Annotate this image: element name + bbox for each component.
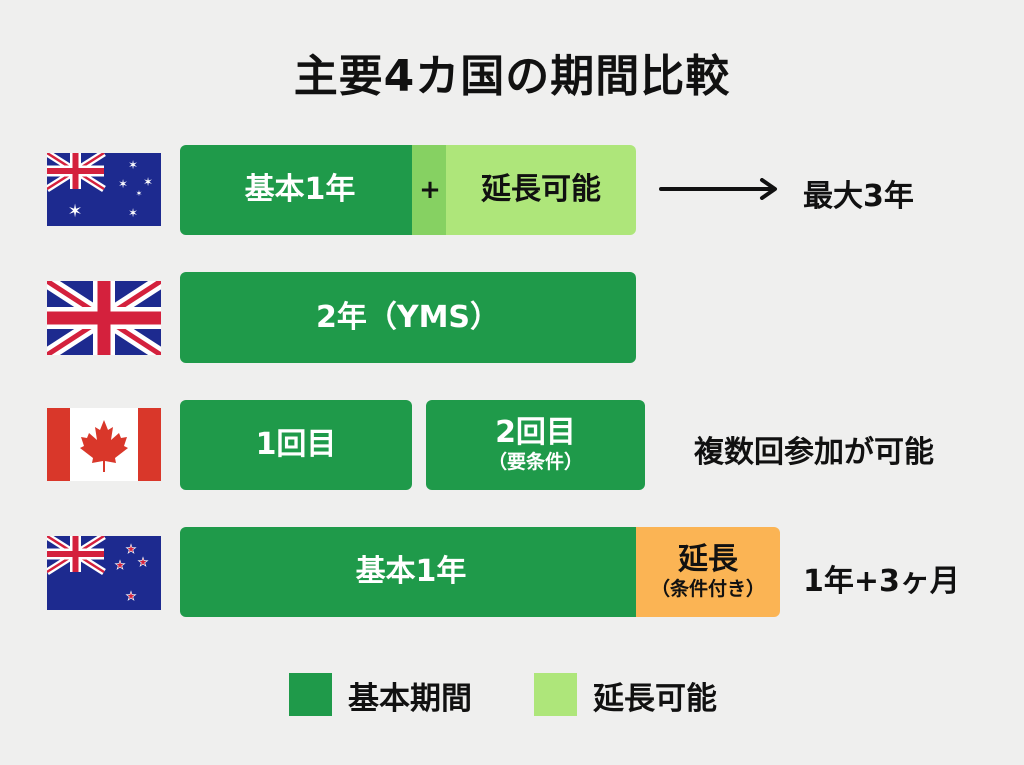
uk-basic-bar: 2年（YMS）	[180, 272, 636, 363]
canada-flag-icon	[47, 408, 161, 481]
svg-text:✶: ✶	[118, 177, 128, 191]
new-zealand-note: 1年+3ヶ月	[803, 564, 960, 599]
svg-text:✶: ✶	[67, 201, 82, 222]
legend-label-basic: 基本期間	[348, 681, 472, 717]
canada-first-bar: 1回目	[180, 400, 412, 490]
canada-first-label: 1回目	[255, 427, 337, 462]
svg-text:✶: ✶	[143, 175, 153, 189]
svg-text:★: ★	[126, 589, 137, 603]
australia-note: 最大3年	[803, 179, 914, 214]
canada-second-label: 2回目	[495, 415, 576, 450]
page-title: 主要4カ国の期間比較	[293, 51, 731, 102]
svg-text:✶: ✶	[128, 206, 138, 220]
right-arrow-icon	[659, 178, 777, 200]
legend-label-extendable: 延長可能	[593, 681, 717, 717]
legend-swatch-basic	[289, 673, 332, 716]
canada-second-bar: 2回目 （要条件）	[426, 400, 645, 490]
legend-swatch-extendable	[534, 673, 577, 716]
uk-basic-label: 2年（YMS）	[315, 299, 501, 335]
australia-flag-icon: ✶ ✶ ✶ ✶ ✶ ✶	[47, 153, 161, 226]
svg-text:✶: ✶	[136, 189, 143, 198]
new-zealand-extension-bar: 延長 （条件付き）	[636, 527, 780, 617]
canada-second-sublabel: （要条件）	[487, 451, 583, 473]
canada-note: 複数回参加が可能	[694, 435, 934, 470]
new-zealand-extension-sublabel: （条件付き）	[650, 578, 765, 600]
svg-text:✶: ✶	[128, 158, 138, 172]
svg-text:★: ★	[115, 558, 126, 572]
australia-extendable-bar: 延長可能	[446, 145, 636, 235]
svg-text:★: ★	[138, 555, 149, 569]
australia-plus-connector: +	[412, 145, 448, 235]
new-zealand-flag-icon: ★ ★ ★ ★	[47, 536, 161, 610]
new-zealand-extension-label: 延長	[678, 542, 738, 577]
svg-text:★: ★	[126, 542, 137, 556]
australia-basic-bar: 基本1年	[180, 145, 420, 235]
new-zealand-basic-label: 基本1年	[355, 554, 467, 589]
uk-flag-icon	[47, 281, 161, 355]
australia-extendable-label: 延長可能	[481, 172, 601, 207]
australia-basic-label: 基本1年	[244, 172, 356, 207]
new-zealand-basic-bar: 基本1年	[180, 527, 642, 617]
